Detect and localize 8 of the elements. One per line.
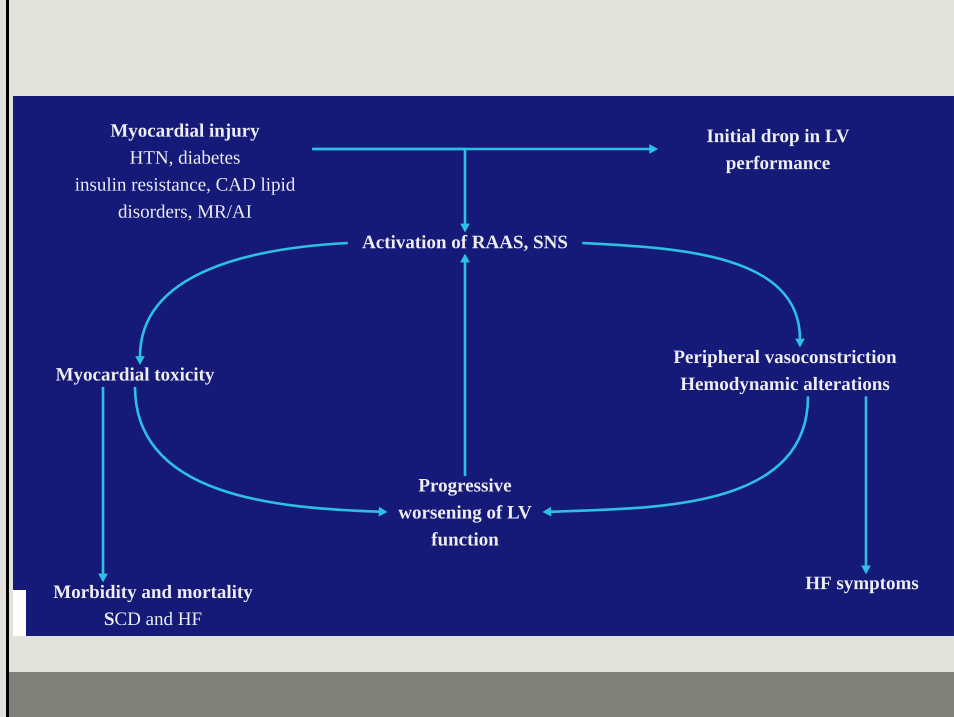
text-label: Peripheral vasoconstriction Hemodynamic alterations bbox=[674, 350, 896, 394]
text-label: Morbidity and mortality SCD and HF bbox=[54, 584, 253, 626]
text-label: Initial drop in LV performance bbox=[707, 128, 850, 174]
text-label: Myocardial toxicity bbox=[56, 367, 214, 385]
text-label: Myocardial injury HTN, diabetes insulin resistance, CAD lipid disorders, MR/AI bbox=[75, 123, 296, 221]
text-label: HF symptoms bbox=[806, 576, 918, 594]
text-label: Progressive worsening of LV function bbox=[398, 478, 532, 546]
text-label: Activation of RAAS, SNS bbox=[362, 234, 568, 252]
